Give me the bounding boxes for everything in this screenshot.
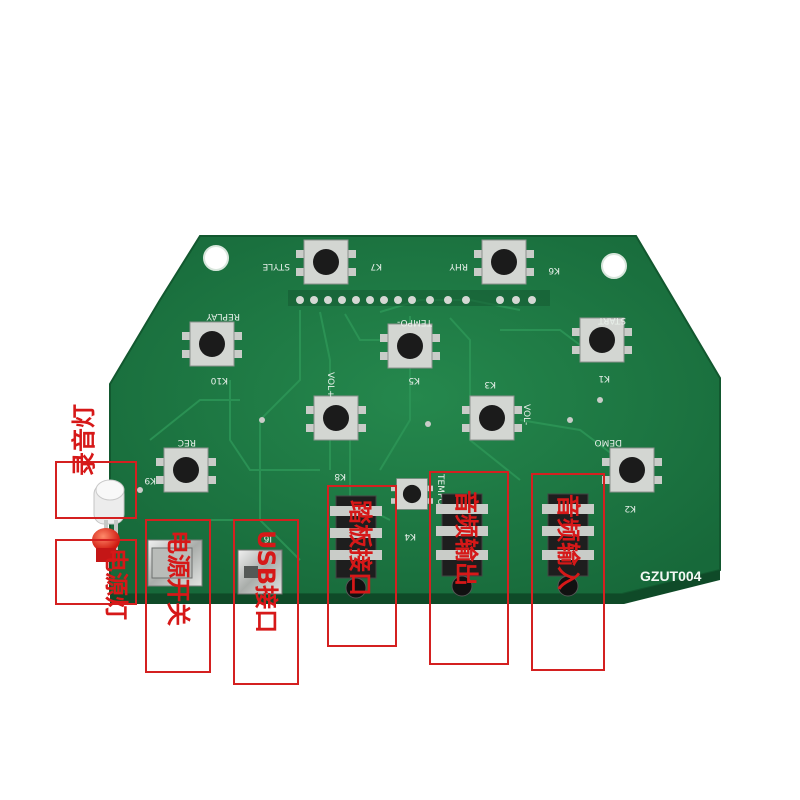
tactile-button-k2 [602, 447, 662, 493]
silk-k4: K4 [404, 531, 416, 541]
tactile-button-k9 [156, 447, 216, 493]
silk-style: STYLE [262, 261, 290, 271]
power-switch [147, 539, 203, 587]
silk-k3: K3 [484, 379, 496, 389]
annotation-boxes [55, 461, 605, 685]
annotation-box-audio-in [531, 473, 605, 671]
mounting-hole-left [203, 245, 229, 271]
label-usb-port: USB接口 [252, 530, 280, 633]
tactile-button-k6 [474, 239, 534, 285]
annotation-box-record-light [55, 461, 137, 519]
usb-port [237, 549, 283, 595]
silk-demo: DEMO [595, 437, 622, 447]
silk-start: START [598, 315, 626, 325]
silk-tempo-plus: TEMPO+ [435, 473, 445, 513]
tactile-button-k8 [306, 395, 366, 441]
annotation-box-usb-port [233, 519, 299, 685]
annotation-labels: 录音灯 电源灯 电源开关 USB接口 踏板接口 音频输出 音频输入 [70, 404, 582, 633]
silk-k9: K9 [144, 475, 156, 485]
silk-j6: J6 [263, 533, 273, 543]
silk-k7: K7 [370, 261, 382, 271]
silk-k1: K1 [598, 373, 610, 383]
silk-k5: K5 [408, 375, 420, 385]
annotation-box-pedal-port [327, 485, 397, 647]
tactile-button-k10 [182, 321, 242, 367]
label-audio-out: 音频输出 [452, 490, 480, 586]
silk-k8: K8 [334, 471, 346, 481]
silkscreen-labels: STYLE K7 RHY K6 REPLAY K10 TEMPO- K5 STA… [144, 261, 636, 543]
silk-tempo-minus: TEMPO- [397, 317, 433, 327]
mounting-hole-right [601, 253, 627, 279]
silk-k10: K10 [210, 375, 228, 385]
silk-replay: REPLAY [206, 311, 240, 321]
tactile-button-k1 [572, 317, 632, 363]
tactile-button-k7 [296, 239, 356, 285]
tactile-button-k5 [380, 323, 440, 369]
label-audio-in: 音频输入 [554, 494, 582, 590]
silk-rhy: RHY [449, 261, 468, 271]
annotation-box-power-switch [145, 519, 211, 673]
label-power-light: 电源灯 [102, 548, 130, 620]
tactile-button-k4 [391, 478, 433, 510]
tactile-button-k3 [462, 395, 522, 441]
audio-jack-j3 [542, 493, 594, 597]
label-record-light: 录音灯 [70, 404, 98, 476]
silk-rec: REC [178, 437, 196, 447]
header-pins [288, 290, 550, 306]
audio-jack-j4 [436, 493, 488, 597]
silk-k2: K2 [624, 503, 636, 513]
label-pedal-port: 踏板接口 [346, 500, 374, 596]
silk-vol-minus: VOL- [521, 404, 531, 425]
silk-k6: K6 [548, 265, 560, 275]
audio-jack-j5 [330, 495, 382, 599]
annotation-box-power-light [55, 539, 137, 605]
annotation-box-audio-out [429, 471, 509, 665]
silk-vol-plus: VOL+ [325, 372, 335, 398]
board-model-label: GZUT004 [640, 568, 702, 584]
label-power-switch: 电源开关 [164, 530, 192, 626]
